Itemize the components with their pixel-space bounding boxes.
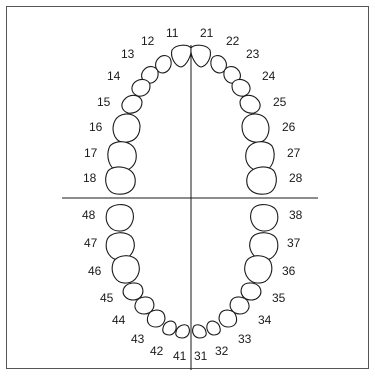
tooth-35[interactable] (241, 283, 261, 300)
tooth-28[interactable] (247, 167, 277, 194)
tooth-16[interactable] (113, 114, 140, 142)
label-27: 27 (287, 146, 301, 160)
tooth-32[interactable] (207, 321, 220, 335)
tooth-48[interactable] (106, 205, 133, 231)
label-14: 14 (107, 69, 121, 83)
label-48: 48 (82, 208, 96, 222)
label-23: 23 (246, 47, 260, 61)
label-44: 44 (112, 313, 126, 327)
label-28: 28 (289, 171, 303, 185)
tooth-31[interactable] (193, 325, 207, 338)
label-35: 35 (272, 291, 286, 305)
tooth-43[interactable] (147, 310, 165, 327)
label-13: 13 (121, 47, 135, 61)
tooth-21[interactable] (191, 45, 211, 67)
label-15: 15 (97, 95, 111, 109)
tooth-33[interactable] (219, 310, 237, 327)
quadrant-upper-right (106, 45, 191, 194)
label-34: 34 (258, 313, 272, 327)
quadrant-upper-left (191, 45, 276, 194)
tooth-26[interactable] (242, 114, 269, 142)
tooth-42[interactable] (163, 321, 176, 335)
label-31: 31 (194, 349, 208, 363)
label-21: 21 (200, 26, 214, 40)
tooth-11[interactable] (172, 45, 192, 67)
label-26: 26 (282, 120, 296, 134)
label-47: 47 (84, 236, 98, 250)
label-42: 42 (150, 344, 164, 358)
tooth-46[interactable] (112, 256, 139, 283)
label-11: 11 (166, 26, 179, 40)
tooth-25[interactable] (240, 95, 260, 113)
label-18: 18 (83, 171, 97, 185)
tooth-41[interactable] (176, 325, 190, 338)
tooth-45[interactable] (123, 283, 143, 300)
label-24: 24 (262, 69, 276, 83)
label-36: 36 (282, 264, 296, 278)
tooth-38[interactable] (251, 205, 278, 231)
label-33: 33 (238, 332, 252, 346)
tooth-15[interactable] (122, 95, 142, 113)
label-32: 32 (215, 344, 229, 358)
label-41: 41 (173, 349, 187, 363)
label-37: 37 (287, 236, 301, 250)
tooth-24[interactable] (232, 79, 250, 96)
label-43: 43 (131, 332, 145, 346)
label-25: 25 (273, 95, 287, 109)
label-38: 38 (289, 208, 303, 222)
label-46: 46 (88, 264, 102, 278)
tooth-14[interactable] (132, 79, 150, 96)
label-22: 22 (226, 34, 240, 48)
label-12: 12 (141, 34, 155, 48)
label-45: 45 (100, 291, 114, 305)
tooth-36[interactable] (245, 256, 272, 283)
tooth-18[interactable] (106, 167, 136, 194)
label-16: 16 (89, 120, 103, 134)
label-17: 17 (84, 146, 98, 160)
